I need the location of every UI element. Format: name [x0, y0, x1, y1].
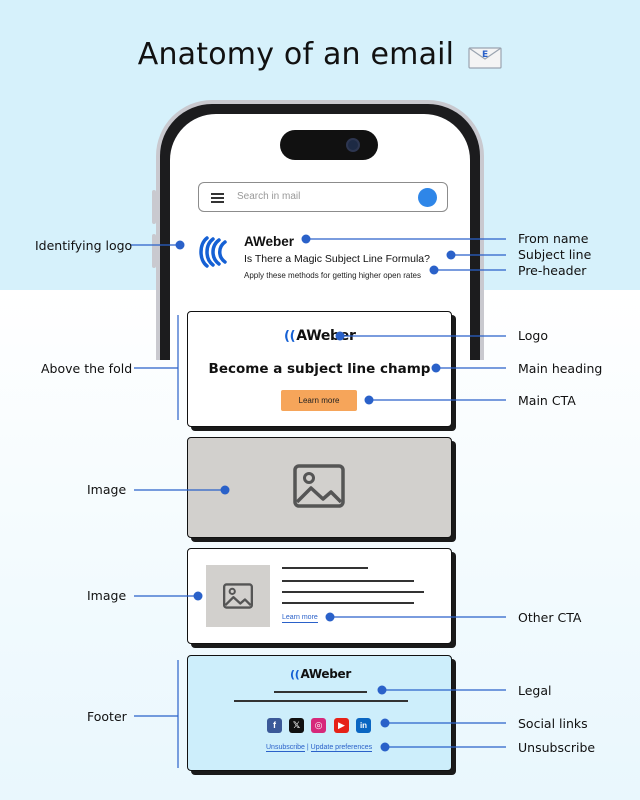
- label-identifying-logo: Identifying logo: [35, 238, 133, 253]
- content-card: Learn more: [187, 548, 452, 644]
- label-unsubscribe: Unsubscribe: [518, 740, 596, 755]
- label-main-heading: Main heading: [518, 361, 603, 376]
- phone-side-button: [152, 190, 156, 224]
- mail-search-bar[interactable]: Search in mail: [198, 182, 448, 212]
- email-logo: ((AWeber: [284, 328, 356, 344]
- unsubscribe-row: Unsubscribe | Update preferences: [266, 744, 373, 752]
- dynamic-island: [280, 130, 378, 160]
- search-input[interactable]: Search in mail: [237, 191, 301, 202]
- envelope-icon: E: [468, 43, 502, 69]
- subject-line[interactable]: Is There a Magic Subject Line Formula?: [244, 253, 430, 265]
- label-from-name: From name: [518, 231, 589, 246]
- main-cta-button[interactable]: Learn more: [281, 390, 357, 411]
- page-title: Anatomy of an email E: [0, 36, 640, 72]
- text-line: [282, 580, 414, 582]
- separator: |: [306, 744, 309, 751]
- avatar[interactable]: [418, 188, 437, 207]
- footer-card: ((AWeber f 𝕏 ◎ ▶ in Unsubscribe | Update…: [187, 655, 452, 771]
- label-subject-line: Subject line: [518, 247, 592, 262]
- image-card: [187, 437, 452, 538]
- main-heading: Become a subject line champ: [208, 361, 431, 377]
- text-line: [282, 567, 368, 569]
- label-image-1: Image: [87, 482, 127, 497]
- update-preferences-link[interactable]: Update preferences: [310, 744, 373, 752]
- aweber-logo-icon: [197, 234, 233, 270]
- label-logo: Logo: [518, 328, 548, 343]
- footer-logo-text: AWeber: [300, 667, 352, 681]
- pre-header: Apply these methods for getting higher o…: [244, 271, 421, 280]
- svg-text:E: E: [482, 50, 488, 60]
- youtube-icon[interactable]: ▶: [334, 718, 349, 733]
- aweber-mark-icon: ((: [284, 329, 296, 344]
- unsubscribe-link[interactable]: Unsubscribe: [266, 744, 305, 752]
- email-logo-text: AWeber: [296, 328, 356, 344]
- title-text: Anatomy of an email: [137, 37, 455, 72]
- menu-icon[interactable]: [211, 193, 224, 203]
- label-main-cta: Main CTA: [518, 393, 576, 408]
- above-fold-card: ((AWeber Become a subject line champ Lea…: [187, 311, 452, 427]
- label-footer: Footer: [87, 709, 127, 724]
- camera-icon: [346, 138, 360, 152]
- instagram-icon[interactable]: ◎: [311, 718, 326, 733]
- footer-logo: ((AWeber: [290, 667, 351, 681]
- label-image-2: Image: [87, 588, 127, 603]
- other-cta-link[interactable]: Learn more: [282, 614, 318, 623]
- image-placeholder-icon: [293, 464, 345, 513]
- legal-line: [234, 700, 408, 702]
- text-line: [282, 602, 414, 604]
- facebook-icon[interactable]: f: [267, 718, 282, 733]
- image-placeholder-icon: [223, 583, 253, 609]
- label-above-the-fold: Above the fold: [41, 361, 133, 376]
- label-social-links: Social links: [518, 716, 588, 731]
- linkedin-icon[interactable]: in: [356, 718, 371, 733]
- phone-side-button: [152, 234, 156, 268]
- legal-line: [274, 691, 367, 693]
- text-line: [282, 591, 424, 593]
- from-name[interactable]: AWeber: [244, 234, 295, 249]
- aweber-mark-icon: ((: [290, 668, 300, 681]
- label-pre-header: Pre-header: [518, 263, 587, 278]
- thumbnail: [206, 565, 270, 627]
- label-other-cta: Other CTA: [518, 610, 582, 625]
- x-icon[interactable]: 𝕏: [289, 718, 304, 733]
- label-legal: Legal: [518, 683, 552, 698]
